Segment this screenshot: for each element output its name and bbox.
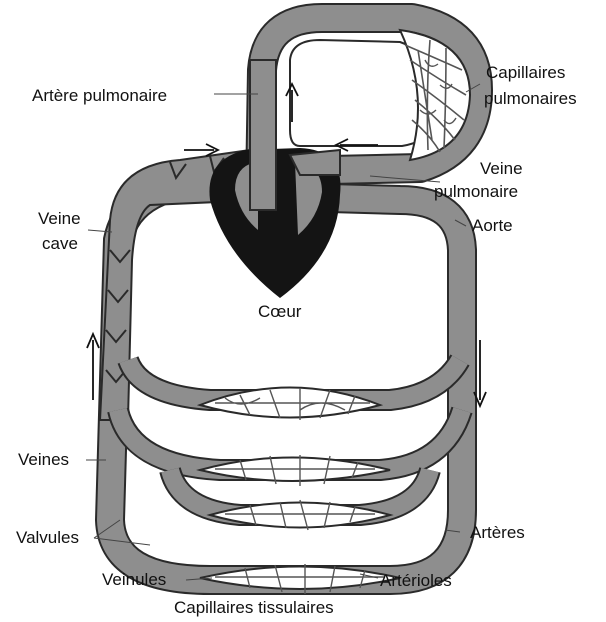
label-arterioles: Artérioles <box>380 571 452 590</box>
label-capillaires-pulmonaires: Capillaires <box>486 63 565 82</box>
label-veine-cave: Veine <box>38 209 81 228</box>
label-aorte: Aorte <box>472 216 513 235</box>
label-veine-pulmonaire: Veine <box>480 159 523 178</box>
arrow-right-icon <box>184 144 218 156</box>
tissue-capillaries <box>200 388 400 595</box>
label-artere-pulmonaire: Artère pulmonaire <box>32 86 167 105</box>
label-arteres: Artères <box>470 523 525 542</box>
label-veines: Veines <box>18 450 69 469</box>
label-coeur: Cœur <box>258 302 302 321</box>
arrow-up-icon <box>87 334 99 400</box>
label-veine-pulmonaire-2: pulmonaire <box>434 182 518 201</box>
label-capillaires-tissulaires: Capillaires tissulaires <box>174 598 334 617</box>
label-valvules: Valvules <box>16 528 79 547</box>
label-capillaires-pulmonaires-2: pulmonaires <box>484 89 577 108</box>
label-veine-cave-2: cave <box>42 234 78 253</box>
label-veinules: Veinules <box>102 570 166 589</box>
